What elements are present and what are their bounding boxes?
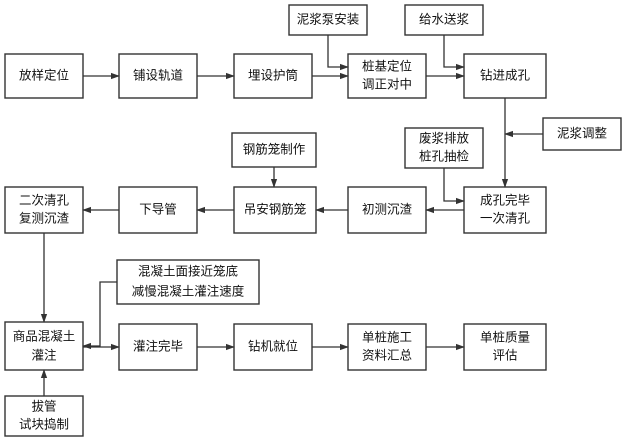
node-label-line1: 成孔完毕 [480,193,530,208]
arrow-note-to-shangpin [82,281,117,350]
node-label-line2: 试块捣制 [19,417,69,432]
node-label: 铺设轨道 [133,68,184,83]
node-label: 钻进成孔 [480,68,531,83]
node-label-line2: 灌注 [31,348,57,363]
node-chengkong-wanbi: 成孔完毕 一次清孔 [463,186,547,234]
arrow-beng-to-zhuangji [327,35,349,71]
node-nijiang-tiaozheng: 泥浆调整 [542,117,622,151]
node-label-line1: 废浆排放 [419,131,470,146]
node-label: 泥浆泵安装 [297,12,360,27]
node-geishui-songjiang: 给水送浆 [404,4,484,36]
node-gangjinlong-zhizuo: 钢筋笼制作 [231,132,317,168]
node-zuanjin-chengkong: 钻进成孔 [463,53,547,99]
node-diaoan-gangjinlong: 吊安钢筋笼 [233,186,317,234]
node-label: 钢筋笼制作 [243,142,306,157]
arrow-feijiang-to-chengkong [443,168,465,205]
node-label: 初测沉渣 [362,202,413,217]
node-label-line1: 单桩施工 [362,330,412,345]
node-label-line1: 混凝土面接近笼底 [138,264,238,279]
node-label: 泥浆调整 [557,126,608,141]
node-label: 灌注完毕 [133,339,183,354]
node-xia-daoguan: 下导管 [118,186,198,234]
node-label: 下导管 [139,202,177,217]
node-label: 吊安钢筋笼 [244,202,307,217]
node-pushe-guidao: 铺设轨道 [118,53,198,99]
node-nijiang-beng-anzhuang: 泥浆泵安装 [288,4,368,36]
node-label: 埋设护筒 [248,68,298,83]
node-label-line2: 评估 [492,348,517,363]
node-label: 钻机就位 [248,339,298,354]
node-label-line1: 二次清孔 [19,193,70,208]
node-zhuangji-dingwei: 桩基定位 调正对中 [347,53,427,99]
node-hunningtu-note: 混凝土面接近笼底 减慢混凝土灌注速度 [116,259,260,305]
node-zuanji-jiuwei: 钻机就位 [233,323,313,371]
node-label-line2: 资料汇总 [362,348,412,363]
node-label-line1: 单桩质量 [480,330,530,345]
node-label-line2: 调正对中 [362,77,412,92]
arrow-geishui-to-zuanjin [443,35,465,71]
node-label-line2: 复测沉渣 [19,211,70,226]
node-label: 给水送浆 [419,12,470,27]
node-feijiang-paifang: 废浆排放 桩孔抽检 [404,127,484,169]
node-label-line2: 桩孔抽检 [419,149,470,164]
node-label-line1: 桩基定位 [362,59,412,74]
node-label-line1: 商品混凝土 [13,329,76,344]
node-guanzhu-wanbi: 灌注完毕 [118,323,198,371]
node-label-line2: 减慢混凝土灌注速度 [132,284,245,299]
node-label: 放样定位 [19,68,69,83]
node-label-line2: 一次清孔 [480,211,531,226]
node-chuce-chenzha: 初测沉渣 [347,186,427,234]
node-baguan: 拔管 试块捣制 [4,395,84,437]
node-shangpin-hunningtu: 商品混凝土 灌注 [4,321,84,371]
node-danzhuang-ziliao: 单桩施工 资料汇总 [347,323,427,371]
node-maishe-hutong: 埋设护筒 [233,53,313,99]
node-fangyang-dingwei: 放样定位 [4,53,84,99]
node-danzhuang-zhiliang: 单桩质量 评估 [463,323,547,371]
node-label-line1: 拔管 [31,399,56,414]
node-erci-qingkong: 二次清孔 复测沉渣 [4,186,84,234]
